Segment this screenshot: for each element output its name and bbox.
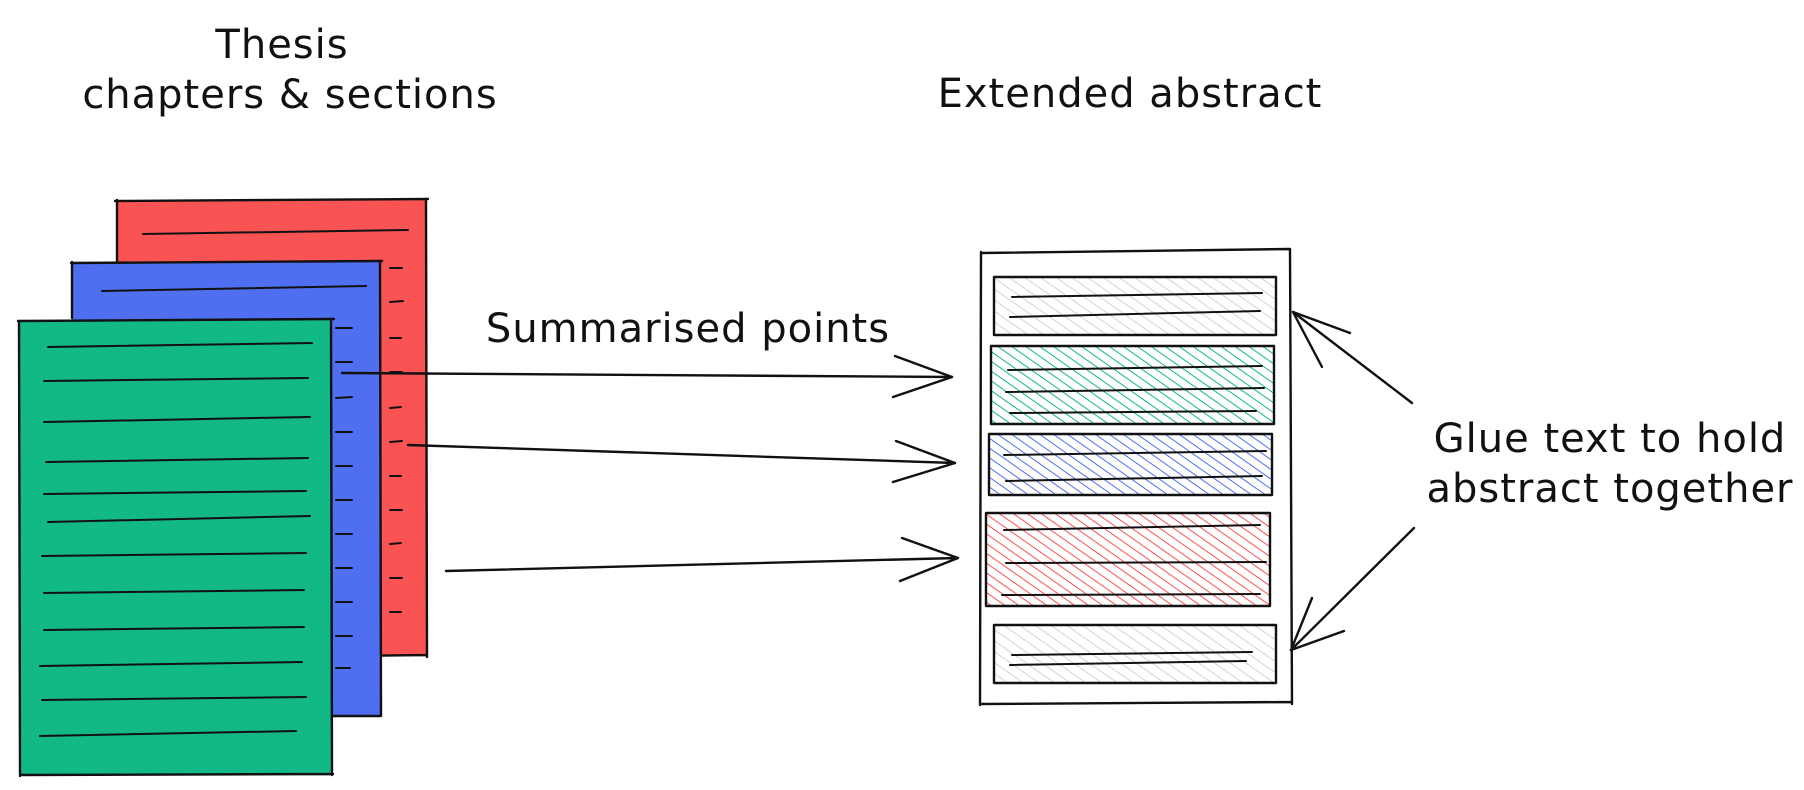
thesis-document-stack [16, 197, 430, 778]
thesis-label-line2: chapters & sections [82, 72, 497, 118]
thesis-label-line1: Thesis [214, 22, 348, 68]
glue-block-top [992, 275, 1278, 337]
extended-abstract-document [978, 247, 1294, 707]
glue-label-line2: abstract together [1426, 466, 1793, 512]
extended-abstract-label: Extended abstract [938, 71, 1323, 117]
arrow-blue-to-abstract [406, 439, 957, 484]
glue-text-label: Glue text to hold abstract together [1426, 416, 1793, 512]
summary-block-red [984, 511, 1272, 608]
glue-arrows [1289, 310, 1416, 652]
glue-block-bottom [992, 623, 1278, 685]
chapter-page-green [16, 317, 336, 778]
thesis-label: Thesis chapters & sections [82, 22, 497, 118]
summarised-points-label: Summarised points [486, 306, 890, 352]
summary-arrows [340, 354, 960, 583]
summary-block-blue [987, 432, 1274, 497]
chapter-page-green-lines [39, 342, 313, 737]
glue-label-line1: Glue text to hold [1434, 416, 1787, 462]
arrow-red-to-abstract [444, 536, 960, 583]
chapter-page-red-lines [142, 229, 409, 613]
chapter-page-blue-lines [101, 285, 367, 669]
summary-block-green [989, 344, 1276, 426]
arrow-glue-to-top-block [1291, 310, 1414, 405]
arrow-green-to-abstract [340, 354, 954, 399]
arrow-glue-to-bottom-block [1289, 526, 1416, 652]
